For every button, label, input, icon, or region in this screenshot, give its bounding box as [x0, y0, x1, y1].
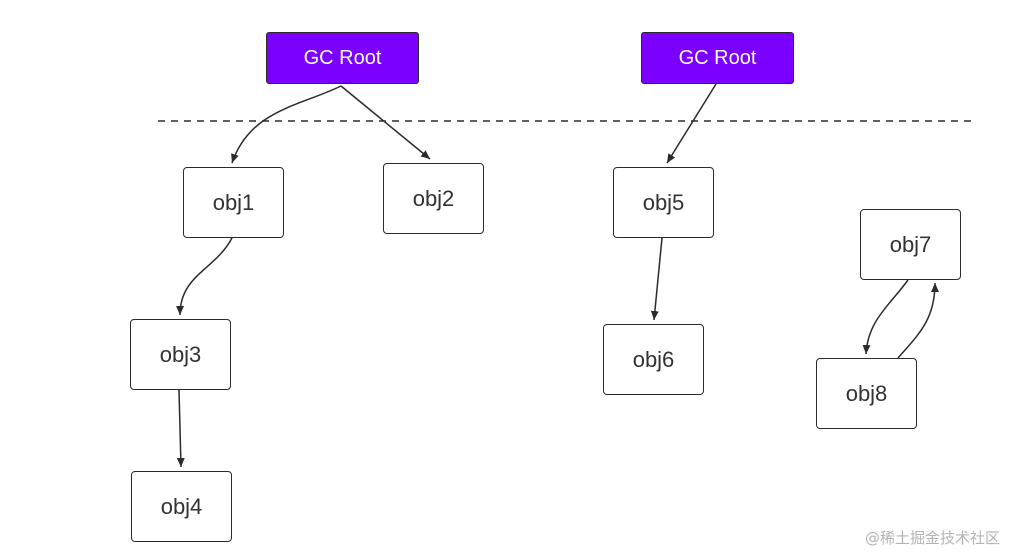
node-obj2-label: obj2 — [412, 185, 455, 211]
gc-root-2: GC Root — [641, 32, 794, 84]
edge-obj1-obj3 — [176, 237, 233, 316]
edge-root2-obj5 — [666, 83, 717, 164]
edge-obj3-obj4 — [176, 389, 185, 468]
node-obj8: obj8 — [816, 358, 917, 429]
node-obj4: obj4 — [131, 471, 232, 542]
node-obj1-label: obj1 — [212, 189, 255, 215]
node-obj3-label: obj3 — [159, 341, 202, 367]
node-obj5: obj5 — [613, 167, 714, 238]
gc-root-1-label: GC Root — [303, 46, 382, 69]
edge-obj5-obj6 — [650, 237, 663, 321]
node-obj5-label: obj5 — [642, 189, 685, 215]
node-obj2: obj2 — [383, 163, 484, 234]
node-obj4-label: obj4 — [160, 493, 203, 519]
gc-root-2-label: GC Root — [678, 46, 757, 69]
edge-obj7-obj8 — [862, 279, 909, 355]
node-obj7: obj7 — [860, 209, 961, 280]
edge-root1-obj1 — [231, 85, 342, 164]
node-obj6: obj6 — [603, 324, 704, 395]
edge-root1-obj2 — [340, 85, 431, 160]
node-obj1: obj1 — [183, 167, 284, 238]
node-obj7-label: obj7 — [889, 231, 932, 257]
node-obj8-label: obj8 — [845, 380, 888, 406]
node-obj6-label: obj6 — [632, 346, 675, 372]
watermark-text: @稀土掘金技术社区 — [864, 529, 1000, 547]
edge-obj8-obj7 — [897, 282, 939, 359]
node-obj3: obj3 — [130, 319, 231, 390]
gc-root-1: GC Root — [266, 32, 419, 84]
